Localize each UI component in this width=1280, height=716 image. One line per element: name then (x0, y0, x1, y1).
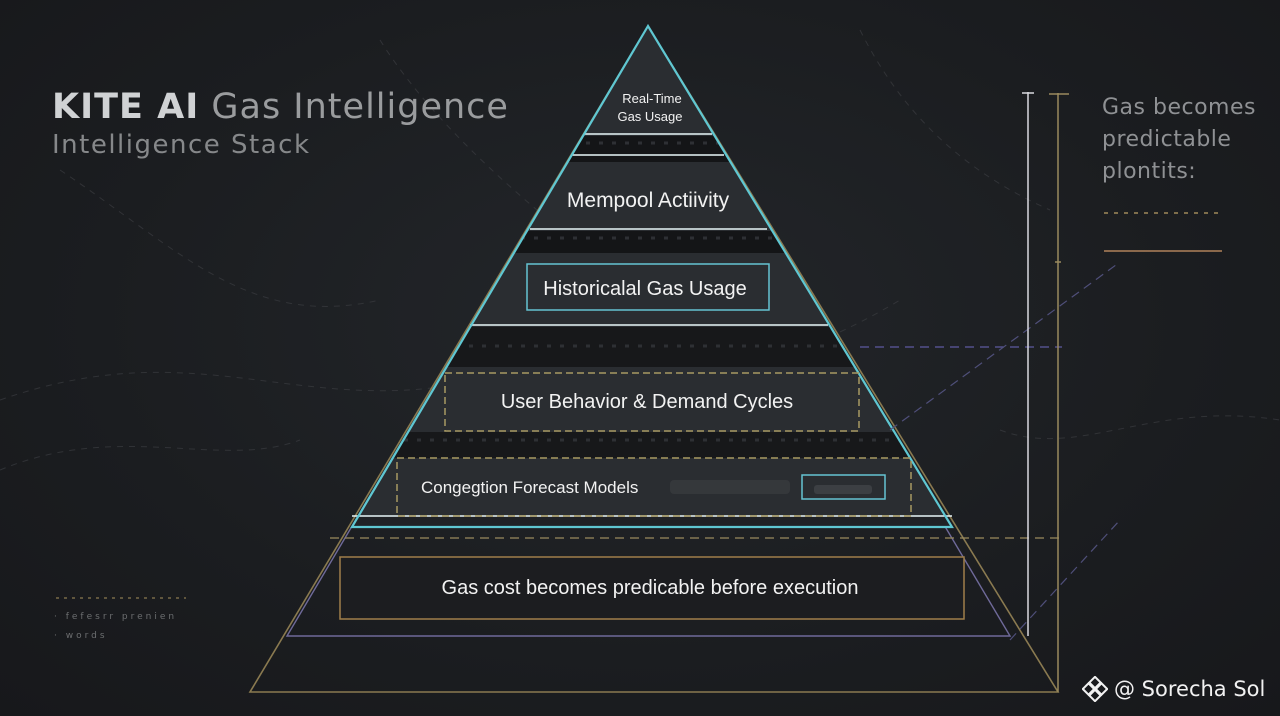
layer-historical-label: Historicalal Gas Usage (543, 278, 746, 300)
layer-realtime-line2: Gas Usage (617, 109, 682, 124)
title-rest: Gas Intelligence (211, 87, 509, 127)
layer-forecast-label: Congegtion Forecast Models (421, 478, 638, 497)
right-rulers (1022, 92, 1069, 692)
right-note-line1: Gas becomes (1102, 95, 1256, 120)
behavior-layer-box (444, 372, 860, 432)
pyramid-outline (350, 23, 954, 529)
page-title: KITE AI Gas Intelligence (52, 86, 509, 128)
forecast-mini-bar (814, 485, 872, 494)
watermark: @ Sorecha Sol (1082, 676, 1265, 702)
footnote-line2: · words (54, 631, 108, 641)
right-note-line3: plontits: (1102, 159, 1197, 184)
footnote-line1: · fefesrr prenien (54, 612, 178, 622)
base-band-label: Gas cost becomes predicable before execu… (442, 577, 859, 599)
layer-realtime-line1: Real-Time (622, 91, 681, 106)
watermark-text: @ Sorecha Sol (1114, 677, 1266, 701)
pyramid-body (352, 26, 952, 527)
title-brand: KITE AI (52, 87, 200, 127)
title-block: KITE AI Gas Intelligence Intelligence St… (52, 86, 509, 162)
layer-mempool-label: Mempool Actiivity (567, 189, 730, 212)
page-subtitle: Intelligence Stack (52, 130, 311, 160)
forecast-layer-box (396, 457, 912, 517)
binance-diamond-icon (1082, 676, 1108, 702)
base-band-box (339, 556, 965, 620)
right-note: Gas becomes predictable plontits: (1102, 92, 1272, 188)
forecast-blur-bar (670, 480, 790, 494)
forecast-mini-box (801, 474, 886, 500)
right-note-line2: predictable (1102, 127, 1232, 152)
outer-pyramid-gold (248, 24, 1060, 693)
layer-behavior-label: User Behavior & Demand Cycles (501, 391, 793, 413)
historical-layer-box (526, 263, 770, 311)
